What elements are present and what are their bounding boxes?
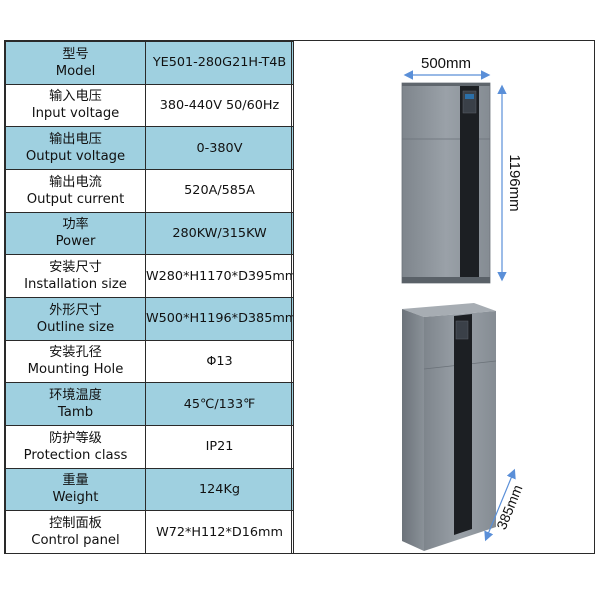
column-divider [291,41,292,553]
spec-label-en: Tamb [57,405,94,421]
spec-label-en: Protection class [23,447,128,463]
spec-label-en: Control panel [31,533,120,549]
spec-value: 0-380V [145,126,294,170]
spec-value: 520A/585A [145,168,294,213]
spec-value: W280*H1170*D395mm [145,254,294,298]
height-dimension-label: 1196mm [506,154,523,211]
spec-label-cn: 安装尺寸 [49,260,102,276]
spec-value: 124Kg [145,467,294,512]
spec-label-en: Output voltage [25,149,126,165]
spec-label-cn: 安装孔径 [49,345,102,361]
spec-value: 380-440V 50/60Hz [145,83,294,128]
spec-label-en: Input voltage [31,106,120,122]
cabinet-perspective-view [402,303,497,551]
spec-label-en: Outline size [36,319,115,335]
spec-label-en: Mounting Hole [27,362,124,378]
spec-label-cn: 控制面板 [49,516,102,532]
spec-label-cn: 环境温度 [49,388,102,404]
spec-value: W72*H112*D16mm [145,510,294,554]
spec-value: YE501-280G21H-T4B [145,41,294,85]
spec-label-en: Model [55,63,96,79]
spec-label-en: Output current [26,191,125,207]
product-photo: 500mm 1196mm 385mm [401,55,526,551]
spec-label-en: Installation size [24,277,127,293]
cabinet-front-view [401,82,491,284]
spec-label-en: Weight [52,490,99,506]
width-dimension-label: 500mm [421,55,471,72]
spec-label-cn: 型号 [62,46,89,62]
depth-dimension-label: 385mm [493,482,525,531]
depth-dimension-arrow [484,468,516,542]
spec-label-cn: 输出电压 [49,132,102,148]
spec-value: IP21 [145,424,294,469]
spec-value: 280KW/315KW [145,211,294,256]
spec-value: 45℃/133℉ [145,382,294,426]
spec-label-cn: 重量 [62,473,89,489]
spec-label-en: Power [55,234,96,250]
spec-value: Φ13 [145,339,294,384]
spec-value: W500*H1196*D385mm [145,296,294,341]
spec-label-cn: 功率 [62,217,89,233]
spec-label-cn: 输入电压 [49,89,102,105]
spec-label-cn: 外形尺寸 [49,302,102,318]
spec-label-cn: 输出电流 [49,174,102,190]
spec-label-cn: 防护等级 [49,430,102,446]
